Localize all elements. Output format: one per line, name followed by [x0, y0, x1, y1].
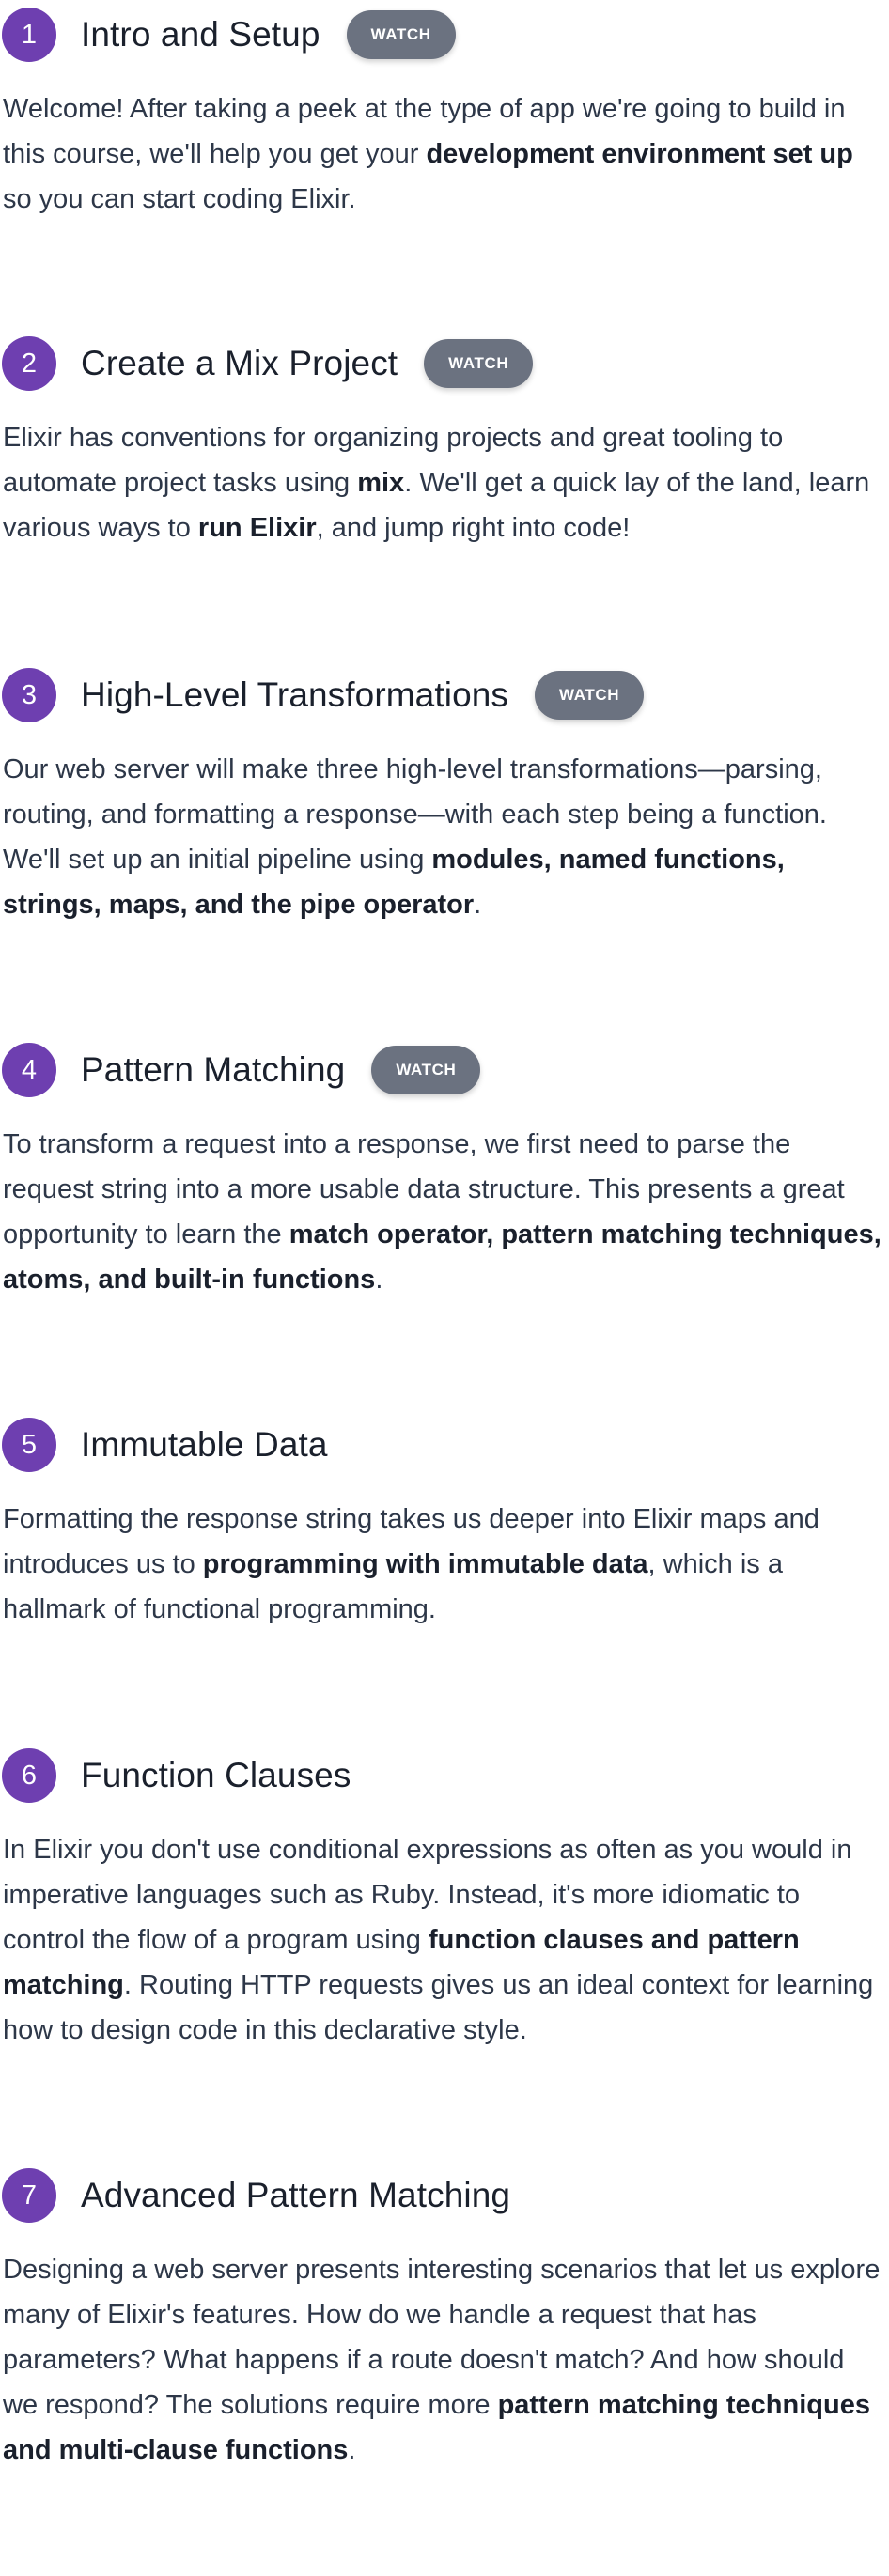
module-description: Elixir has conventions for organizing pr… [3, 415, 889, 551]
text: . Routing HTTP requests gives us an idea… [3, 1970, 874, 2045]
watch-button[interactable]: WATCH [371, 1046, 481, 1094]
text: Designing a web server presents interest… [3, 2255, 881, 2420]
module-title: High-Level Transformations [81, 675, 509, 714]
text: Welcome! After taking a peek at the type… [3, 94, 846, 169]
bold-text: function clauses and pattern matching [3, 1925, 800, 2000]
text: Elixir has conventions for organizing pr… [3, 423, 784, 498]
text: , and jump right into code! [316, 513, 631, 543]
module-1: 1 Intro and Setup WATCH Welcome! After t… [0, 2, 889, 222]
text: To transform a request into a response, … [3, 1129, 845, 1249]
watch-button[interactable]: WATCH [424, 339, 534, 388]
module-header: 3 High-Level Transformations WATCH [0, 662, 889, 728]
bold-text: mix [357, 468, 405, 498]
bold-text: modules, named functions, strings, maps,… [3, 845, 785, 920]
module-number-badge: 1 [2, 8, 56, 62]
module-number-badge: 6 [2, 1748, 56, 1803]
module-description: To transform a request into a response, … [3, 1122, 889, 1302]
bold-text: development environment set up [426, 139, 853, 169]
watch-button[interactable]: WATCH [346, 10, 456, 59]
bold-text: match operator, pattern matching techniq… [3, 1219, 881, 1295]
module-description: Designing a web server presents interest… [3, 2247, 889, 2473]
text: Our web server will make three high-leve… [3, 754, 827, 875]
module-2: 2 Create a Mix Project WATCH Elixir has … [0, 331, 889, 551]
module-header: 5 Immutable Data [0, 1412, 889, 1478]
module-description: In Elixir you don't use conditional expr… [3, 1827, 889, 2053]
module-header: 7 Advanced Pattern Matching [0, 2163, 889, 2228]
module-header: 4 Pattern Matching WATCH [0, 1037, 889, 1103]
module-number-badge: 4 [2, 1043, 56, 1097]
text: . [474, 890, 482, 920]
module-title: Function Clauses [81, 1756, 351, 1794]
module-4: 4 Pattern Matching WATCH To transform a … [0, 1037, 889, 1302]
watch-button[interactable]: WATCH [535, 671, 645, 720]
text: . We'll get a quick lay of the land, lea… [3, 468, 870, 543]
module-number-badge: 5 [2, 1418, 56, 1472]
module-title: Intro and Setup [81, 15, 320, 54]
module-description: Formatting the response string takes us … [3, 1497, 889, 1632]
text: , which is a hallmark of functional prog… [3, 1549, 783, 1624]
bold-text: programming with immutable data [202, 1549, 648, 1579]
module-number-badge: 7 [2, 2168, 56, 2223]
bold-text: run Elixir [197, 513, 317, 543]
module-number-badge: 3 [2, 668, 56, 722]
module-5: 5 Immutable Data Formatting the response… [0, 1412, 889, 1632]
module-header: 6 Function Clauses [0, 1743, 889, 1808]
module-header: 2 Create a Mix Project WATCH [0, 331, 889, 396]
module-number-badge: 2 [2, 336, 56, 391]
bold-text: pattern matching techniques and multi-cl… [3, 2390, 870, 2465]
text: . [375, 1265, 383, 1295]
text: so you can start coding Elixir. [3, 184, 356, 214]
text: In Elixir you don't use conditional expr… [3, 1835, 852, 1955]
module-title: Pattern Matching [81, 1050, 346, 1089]
module-title: Immutable Data [81, 1425, 328, 1464]
module-title: Create a Mix Project [81, 344, 398, 382]
text: . [348, 2435, 356, 2465]
module-6: 6 Function Clauses In Elixir you don't u… [0, 1743, 889, 2053]
module-header: 1 Intro and Setup WATCH [0, 2, 889, 68]
module-7: 7 Advanced Pattern Matching Designing a … [0, 2163, 889, 2473]
module-description: Welcome! After taking a peek at the type… [3, 86, 889, 222]
module-3: 3 High-Level Transformations WATCH Our w… [0, 662, 889, 927]
module-title: Advanced Pattern Matching [81, 2176, 511, 2214]
text: Formatting the response string takes us … [3, 1504, 819, 1579]
module-description: Our web server will make three high-leve… [3, 747, 889, 927]
